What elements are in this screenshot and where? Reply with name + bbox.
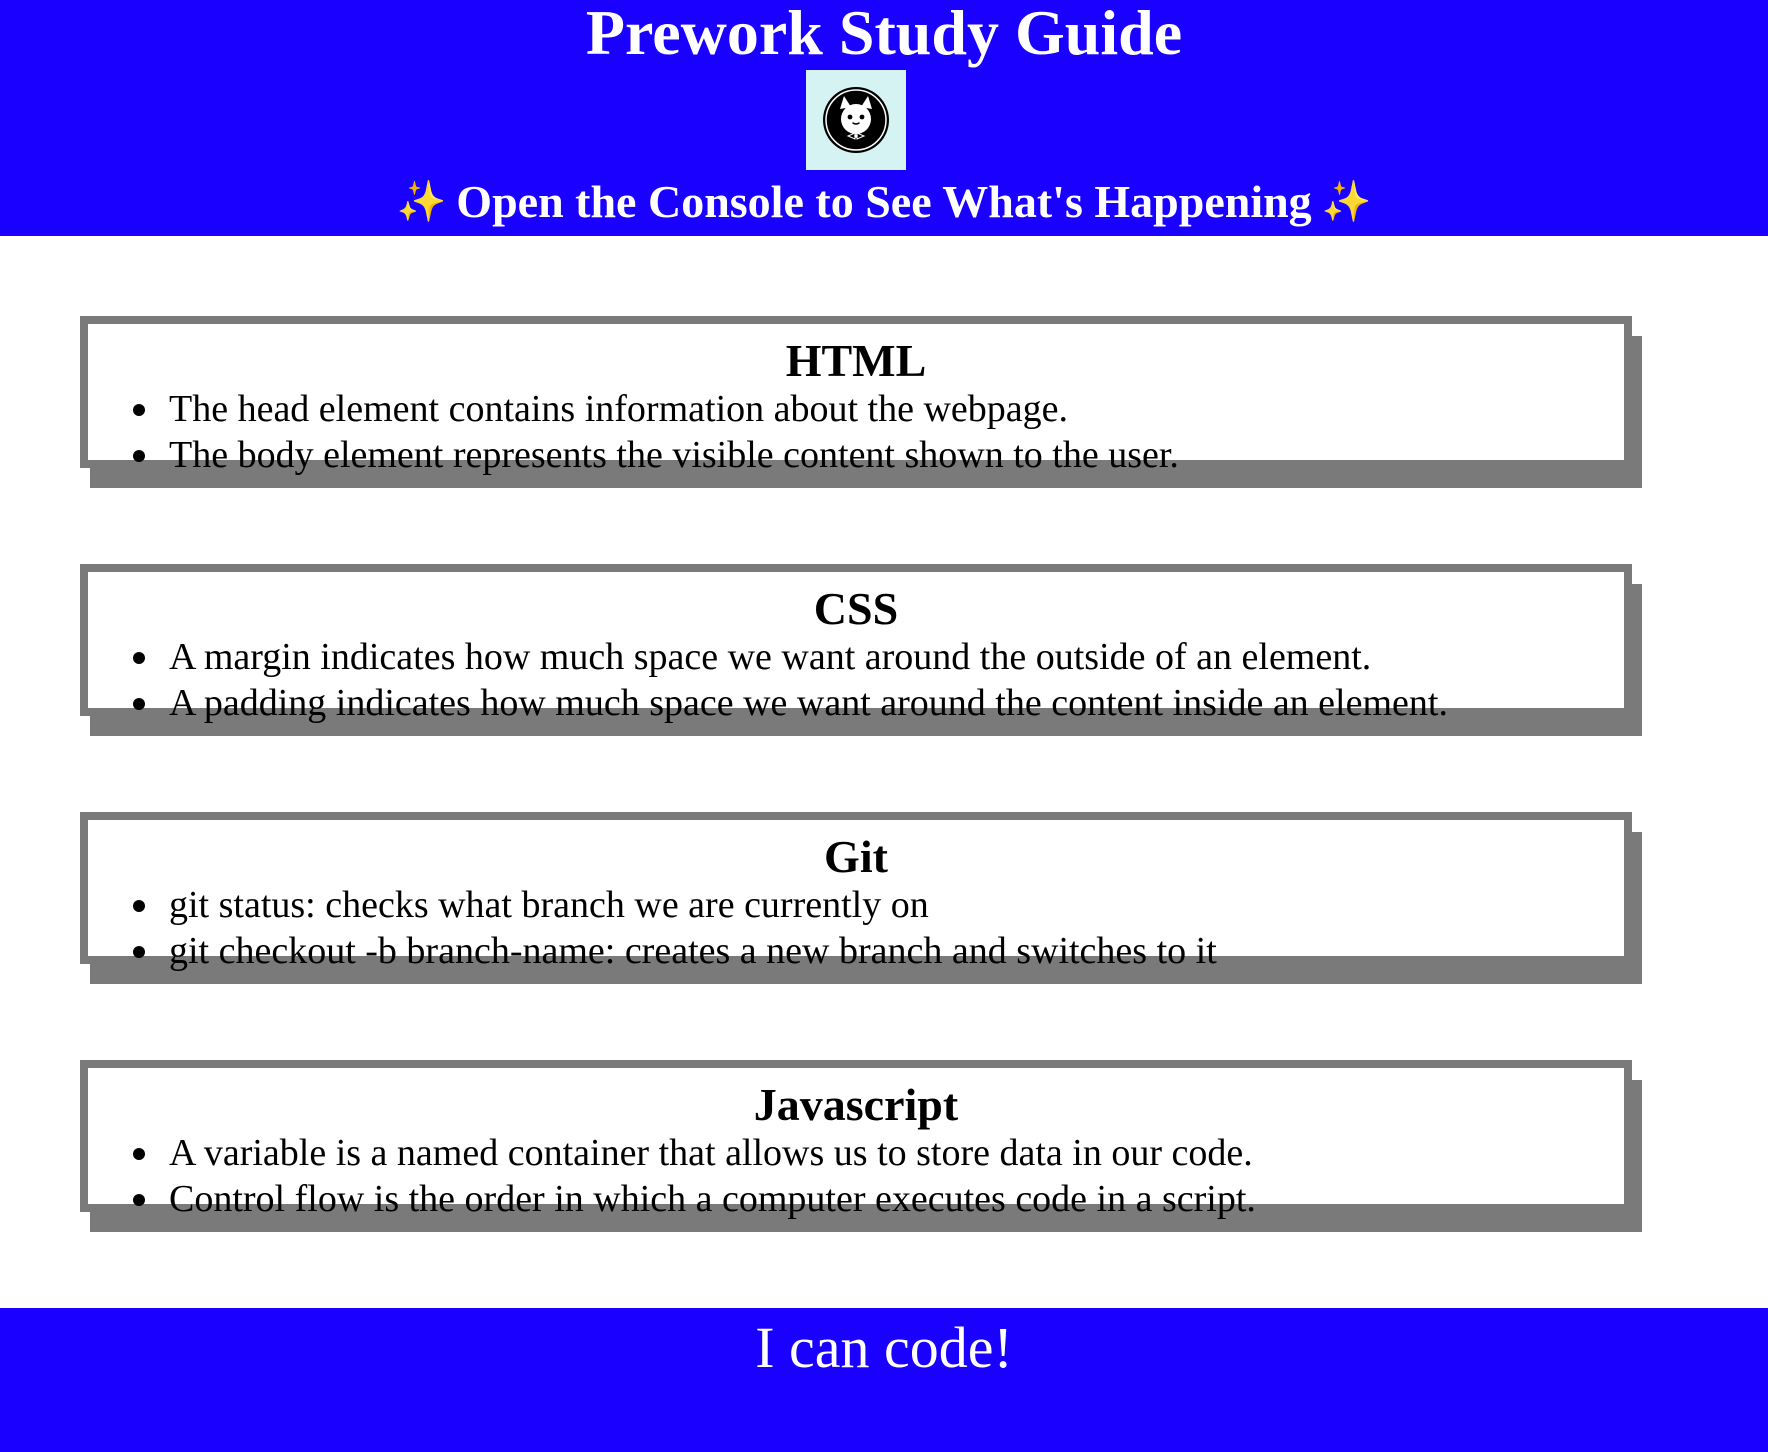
list-item-text: git status: checks what branch we are cu… xyxy=(169,884,929,926)
list-item: A padding indicates how much space we wa… xyxy=(88,680,1624,726)
html-section: HTML The head element contains informati… xyxy=(80,316,1632,476)
javascript-notes-list: A variable is a named container that all… xyxy=(88,1130,1624,1222)
section-heading-html: HTML xyxy=(785,335,927,386)
list-item-text: The body element represents the visible … xyxy=(169,434,1179,476)
list-item: The head element contains information ab… xyxy=(88,386,1624,432)
section-heading-javascript: Javascript xyxy=(753,1079,959,1130)
javascript-section: Javascript A variable is a named contain… xyxy=(80,1060,1632,1220)
css-section: CSS A margin indicates how much space we… xyxy=(80,564,1632,724)
footer-text: I can code! xyxy=(755,1315,1013,1380)
bullet-icon xyxy=(133,450,145,462)
sparkle-icon-left: ✨ xyxy=(396,179,447,224)
cat-logo-icon xyxy=(823,87,889,153)
bullet-icon xyxy=(133,946,145,958)
list-item-text: A variable is a named container that all… xyxy=(169,1132,1253,1174)
list-item-text: git checkout -b branch-name: creates a n… xyxy=(169,930,1217,972)
page-footer: I can code! xyxy=(0,1308,1768,1452)
list-item-text: The head element contains information ab… xyxy=(169,388,1069,430)
list-item-text: Control flow is the order in which a com… xyxy=(169,1178,1256,1220)
bullet-icon xyxy=(133,652,145,664)
section-heading-git: Git xyxy=(824,831,888,882)
list-item: A margin indicates how much space we wan… xyxy=(88,634,1624,680)
list-item: Control flow is the order in which a com… xyxy=(88,1176,1624,1222)
list-item: git checkout -b branch-name: creates a n… xyxy=(88,928,1624,974)
page-title: Prework Study Guide xyxy=(585,0,1183,68)
bullet-icon xyxy=(133,404,145,416)
list-item-text: A margin indicates how much space we wan… xyxy=(169,636,1372,678)
list-item: The body element represents the visible … xyxy=(88,432,1624,478)
git-notes-list: git status: checks what branch we are cu… xyxy=(88,882,1624,974)
console-instruction: ✨Open the Console to See What's Happenin… xyxy=(0,172,1768,232)
logo xyxy=(806,70,906,170)
css-notes-list: A margin indicates how much space we wan… xyxy=(88,634,1624,726)
list-item-text: A padding indicates how much space we wa… xyxy=(169,682,1448,724)
bullet-icon xyxy=(133,1148,145,1160)
git-section: Git git status: checks what branch we ar… xyxy=(80,812,1632,972)
list-item: A variable is a named container that all… xyxy=(88,1130,1624,1176)
html-notes-list: The head element contains information ab… xyxy=(88,386,1624,478)
bullet-icon xyxy=(133,900,145,912)
sparkle-icon-right: ✨ xyxy=(1321,179,1372,224)
section-heading-css: CSS xyxy=(813,583,899,634)
subtitle-text: Open the Console to See What's Happening xyxy=(456,176,1312,227)
bullet-icon xyxy=(133,1194,145,1206)
bullet-icon xyxy=(133,698,145,710)
page-header: Prework Study Guide ✨Open the Console to… xyxy=(0,0,1768,236)
list-item: git status: checks what branch we are cu… xyxy=(88,882,1624,928)
